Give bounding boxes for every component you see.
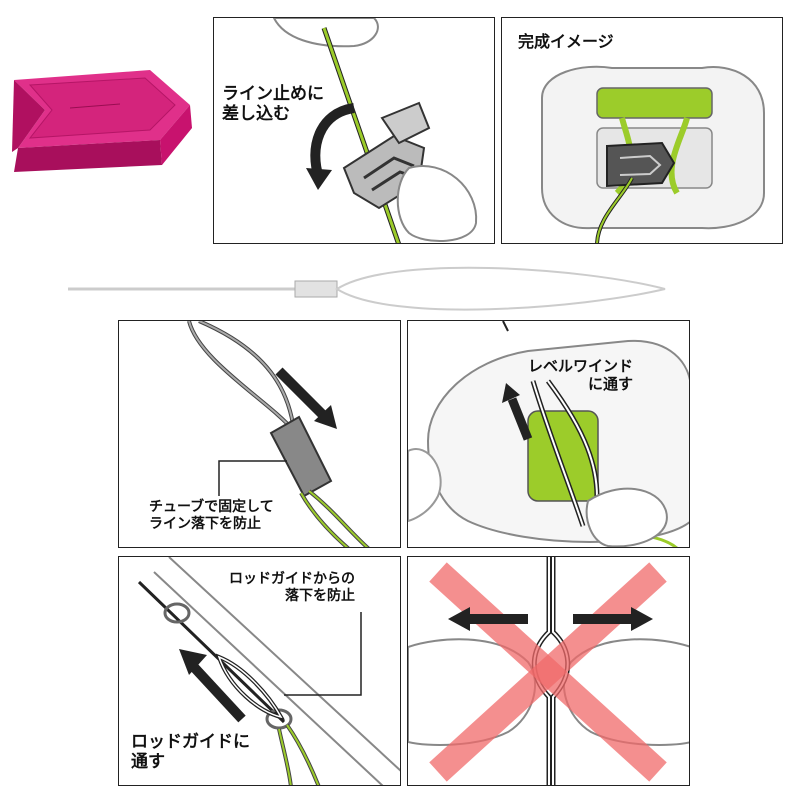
panel-rod-guide: ロッドガイドからの 落下を防止 ロッドガイドに 通す [118, 556, 401, 786]
rod-guide-note-line2: 落下を防止 [285, 587, 355, 604]
rod-guide-note-line1: ロッドガイドからの [229, 571, 355, 587]
panel-do-not-pull [407, 556, 690, 786]
rod-guide-label-line1: ロッドガイドに [131, 732, 250, 752]
tube-label-line2: ライン落下を防止 [149, 515, 261, 532]
rod-guide-label-line2: 通す [131, 752, 165, 773]
levelwind-label-line1: レベルワインド [528, 357, 634, 375]
threader-tool-image [60, 255, 680, 315]
panel-insert-line-stop: ライン止めに 差し込む [213, 17, 495, 244]
panel-levelwind: レベルワインド に通す [407, 320, 690, 548]
insert-label-line1: ライン止めに [222, 84, 324, 104]
panel-complete-image: 完成イメージ [501, 17, 783, 244]
panel-tube-fix: チューブで固定して ライン落下を防止 [118, 320, 401, 548]
cross-stroke-b [429, 562, 667, 782]
complete-image-label: 完成イメージ [518, 32, 614, 51]
insert-label-line2: 差し込む [222, 104, 290, 125]
line-stopper-product-image [0, 0, 200, 240]
tube-label-line1: チューブで固定して [149, 499, 274, 515]
levelwind-label-line2: に通す [588, 375, 634, 393]
